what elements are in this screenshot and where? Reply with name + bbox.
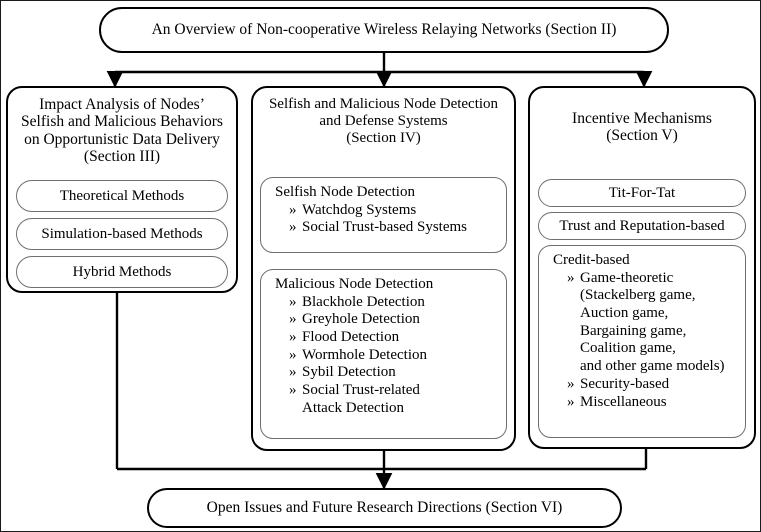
bullet-security-based: »Security-based [567, 375, 670, 392]
bullet-attack-detection: Attack Detection [302, 399, 405, 416]
bullet-auction-game: Auction game, [580, 305, 669, 322]
bullet-social-trust-based-systems: »Social Trust-based Systems [289, 219, 468, 236]
node-open-issues-label: Open Issues and Future Research Directio… [206, 499, 563, 516]
bullet-flood-detection: »Flood Detection [289, 329, 400, 346]
bullet-coalition-game: Coalition game, [580, 340, 676, 357]
group-selfish-node-detection[interactable]: Selfish Node Detection »Watchdog Systems… [260, 177, 507, 253]
node-overview-section-ii[interactable]: An Overview of Non-cooperative Wireless … [99, 7, 669, 53]
bullet-other-game-models: and other game models) [580, 358, 725, 375]
bullet-bargaining-game: Bargaining game, [580, 322, 687, 339]
bullet-game-theoretic: »Game-theoretic [567, 269, 674, 286]
bullet-stackelberg-game: (Stackelberg game, [580, 287, 696, 304]
bullet-miscellaneous: »Miscellaneous [567, 393, 667, 410]
panel-detection-defense-title: Selfish and Malicious Node Detection and… [268, 96, 499, 146]
panel-incentive-mechanisms-title: Incentive Mechanisms (Section V) [572, 110, 712, 145]
group-credit-based[interactable]: Credit-based »Game-theoretic (Stackelber… [538, 245, 746, 438]
panel-impact-analysis-title: Impact Analysis of Nodes’ Selfish and Ma… [21, 96, 223, 166]
item-theoretical-methods[interactable]: Theoretical Methods [16, 180, 228, 212]
bullet-blackhole-detection: »Blackhole Detection [289, 293, 425, 310]
group-malicious-node-detection[interactable]: Malicious Node Detection »Blackhole Dete… [260, 269, 507, 439]
bullet-greyhole-detection: »Greyhole Detection [289, 311, 420, 328]
item-simulation-based-methods[interactable]: Simulation-based Methods [16, 218, 228, 250]
item-hybrid-methods[interactable]: Hybrid Methods [16, 256, 228, 288]
item-tit-for-tat[interactable]: Tit-For-Tat [538, 179, 746, 207]
bullet-sybil-detection: »Sybil Detection [289, 364, 396, 381]
node-overview-label: An Overview of Non-cooperative Wireless … [151, 21, 617, 38]
bullet-watchdog-systems: »Watchdog Systems [289, 201, 417, 218]
item-trust-and-reputation-based[interactable]: Trust and Reputation-based [538, 212, 746, 240]
bullet-wormhole-detection: »Wormhole Detection [289, 346, 428, 363]
bullet-social-trust-related: »Social Trust-related [289, 382, 420, 399]
node-open-issues-section-vi[interactable]: Open Issues and Future Research Directio… [147, 488, 622, 528]
